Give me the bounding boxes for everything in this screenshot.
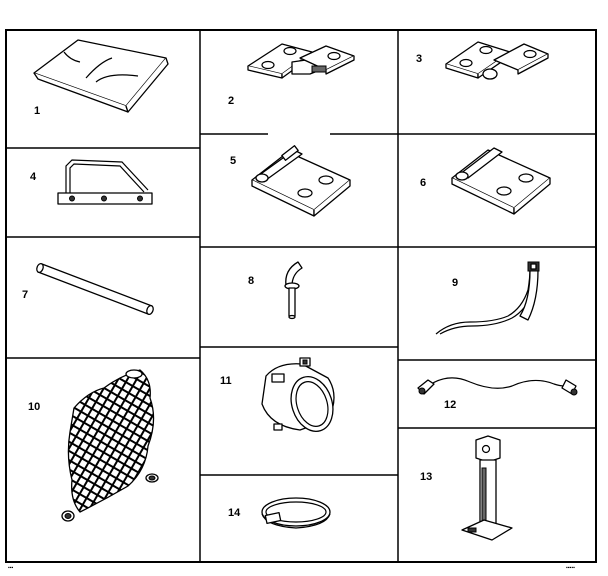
part-2-hinge-plate-icon	[247, 43, 355, 79]
part-13-label: 13	[420, 471, 432, 483]
part-3-label: 3	[416, 53, 422, 65]
part-5-hinge-icon	[251, 145, 351, 217]
part-5-label: 5	[230, 155, 236, 167]
part-4-label: 4	[30, 171, 37, 183]
part-3-hinge-plate-icon	[445, 41, 549, 80]
part-11-label: 11	[220, 375, 232, 387]
part-14-hose-clamp-icon	[261, 497, 331, 529]
part-8-pin-icon	[284, 261, 303, 320]
part-1-label: 1	[34, 105, 40, 117]
outer-frame	[5, 29, 597, 563]
part-10-label: 10	[28, 401, 40, 413]
part-12-label: 12	[444, 399, 456, 411]
part-8-label: 8	[248, 275, 254, 287]
part-6-label: 6	[420, 177, 426, 189]
part-2-label: 2	[228, 95, 234, 107]
part-11-band-clamp-icon	[261, 357, 335, 432]
part-7-rod-icon	[36, 262, 154, 316]
part-4-bracket-frame-icon	[57, 159, 153, 205]
corner-code-left: ▪▪▪	[8, 565, 14, 571]
part-1-bag-icon	[33, 39, 169, 113]
part-9-cable-icon	[435, 261, 540, 335]
part-9-label: 9	[452, 277, 458, 289]
part-14-label: 14	[228, 507, 241, 519]
part-13-jack-stand-icon	[461, 435, 513, 541]
part-12-wire-harness-icon	[417, 377, 578, 396]
part-6-hinge-icon	[451, 147, 551, 215]
part-10-mesh-guard-icon	[61, 369, 159, 522]
part-7-label: 7	[22, 289, 28, 301]
corner-code-right: ▪▪▪▪▪	[566, 565, 575, 571]
grid-lines	[6, 30, 596, 562]
